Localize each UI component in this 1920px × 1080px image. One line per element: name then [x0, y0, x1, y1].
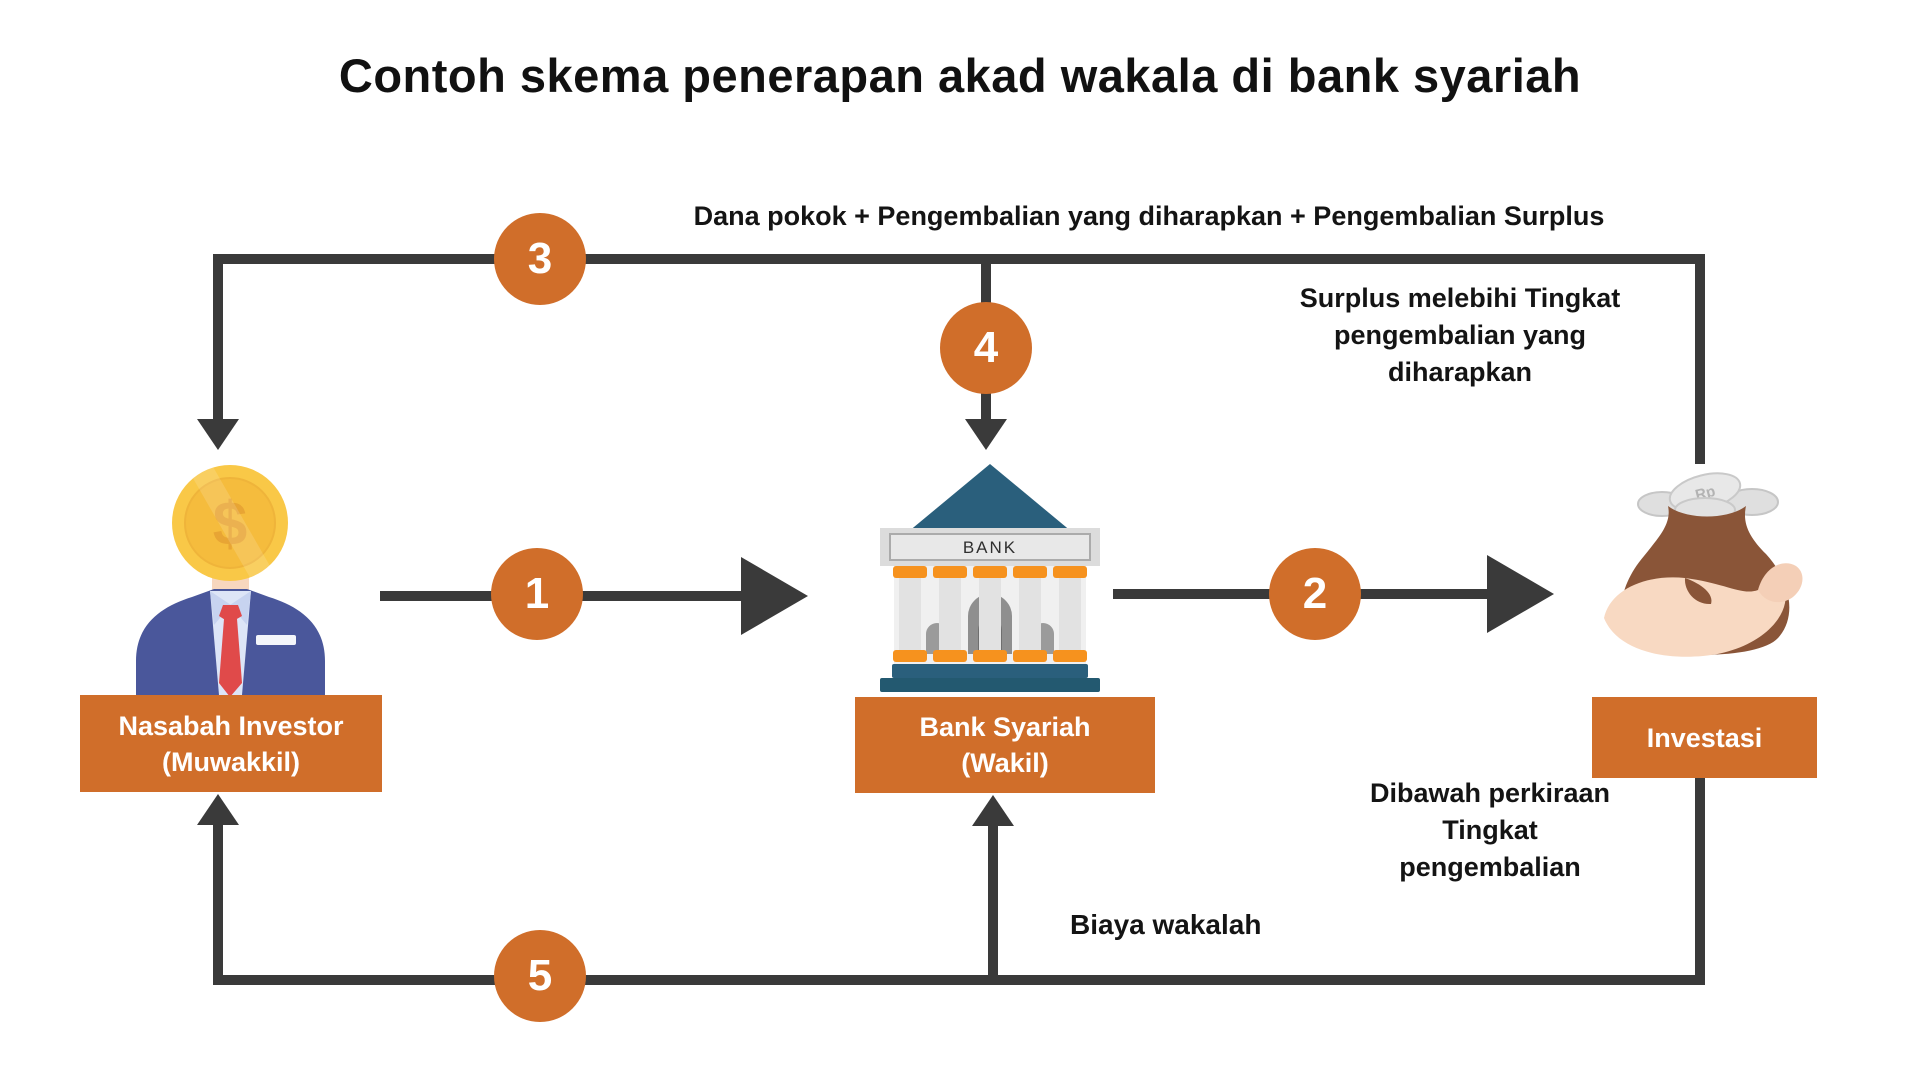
step-2-number: 2 [1302, 569, 1328, 618]
flow3-top-horizontal-line [213, 254, 1705, 264]
bank-building-icon: BANK [880, 462, 1100, 692]
investor-box: Nasabah Investor (Muwakkil) [80, 695, 382, 792]
flow5-left-vertical-line [213, 824, 223, 985]
dollar-coin-symbol: $ [213, 490, 247, 559]
bank-box-line-2: (Wakil) [961, 748, 1049, 778]
surplus-note-line-2: pengembalian yang [1333, 320, 1587, 350]
step-4-number: 4 [973, 323, 999, 372]
bank-box-line-1: Bank Syariah [919, 712, 1091, 742]
step-1-badge: 1 [491, 548, 583, 640]
step-2-badge: 2 [1269, 548, 1361, 640]
flow5-arrowhead-up-icon [197, 794, 239, 825]
surplus-note-label: Surplus melebihi Tingkat pengembalian ya… [1280, 280, 1640, 391]
investment-box-label: Investasi [1646, 722, 1763, 753]
below-estimate-line-1: Dibawah perkiraan [1369, 778, 1611, 808]
page-title: Contoh skema penerapan akad wakala di ba… [338, 49, 1582, 102]
step-4-badge: 4 [940, 302, 1032, 394]
surplus-note-line-1: Surplus melebihi Tingkat [1299, 283, 1621, 313]
step-5-number: 5 [527, 951, 553, 1000]
money-bag-in-hand-icon: Rp [1600, 468, 1815, 693]
top-return-label: Dana pokok + Pengembalian yang diharapka… [693, 201, 1605, 231]
businessman-coin-head-svg: $ [136, 465, 325, 697]
fee-arrowhead-up-icon [972, 795, 1014, 826]
flow1-arrowhead-right-icon [741, 557, 808, 635]
bank-building-svg: BANK [880, 464, 1100, 692]
flow4-arrowhead-down-icon [965, 419, 1007, 450]
step-3-number: 3 [527, 234, 553, 283]
fee-vertical-line [988, 826, 998, 985]
flow3-left-vertical-line [213, 254, 223, 422]
step-1-number: 1 [524, 569, 550, 618]
below-estimate-line-3: pengembalian [1399, 852, 1581, 882]
wakalah-fee-label: Biaya wakalah [1070, 909, 1262, 940]
bank-sign-text: BANK [963, 538, 1017, 557]
step-3-badge: 3 [494, 213, 586, 305]
surplus-note-line-3: diharapkan [1387, 357, 1533, 387]
flow3-right-vertical-line [1695, 254, 1705, 464]
investor-box-line-2: (Muwakkil) [161, 746, 301, 777]
below-estimate-note-label: Dibawah perkiraan Tingkat pengembalian [1330, 775, 1650, 886]
bank-box: Bank Syariah (Wakil) [855, 697, 1155, 793]
investment-box: Investasi [1592, 697, 1817, 778]
flow2-arrowhead-right-icon [1487, 555, 1554, 633]
flow5-bottom-horizontal-line [213, 975, 1705, 985]
money-bag-in-hand-svg: Rp [1604, 472, 1803, 657]
step-5-badge: 5 [494, 930, 586, 1022]
businessman-coin-head-icon: $ [128, 455, 333, 697]
flow3-arrowhead-down-icon [197, 419, 239, 450]
flow5-right-vertical-line [1695, 778, 1705, 985]
investor-box-line-1: Nasabah Investor [118, 710, 344, 741]
below-estimate-line-2: Tingkat [1442, 815, 1538, 845]
